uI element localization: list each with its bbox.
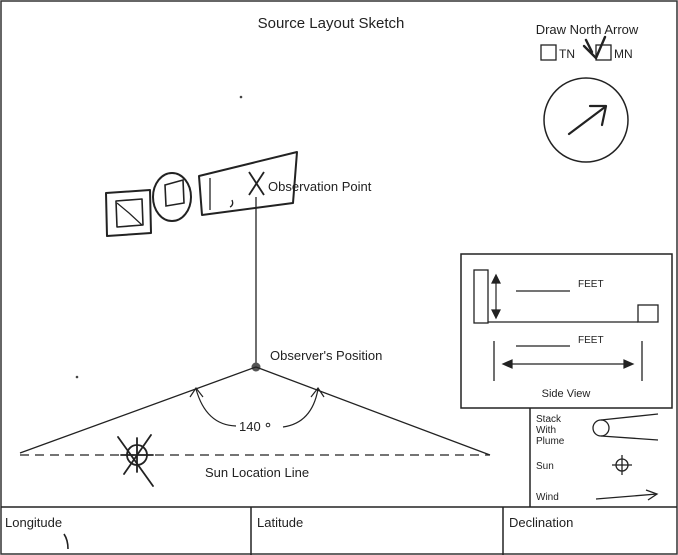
observation-point-label: Observation Point	[268, 179, 372, 194]
sun-position-icon	[117, 434, 154, 487]
source-conveyor-icon	[198, 151, 298, 216]
mn-checkbox[interactable]	[595, 44, 612, 61]
legend-stack-label-3: Plume	[536, 436, 565, 447]
angle-arrow-left-icon	[189, 386, 204, 398]
stack-height-arrow-icon	[491, 273, 501, 320]
legend-wind-label: Wind	[536, 492, 559, 503]
north-arrow-circle	[543, 77, 629, 163]
angle-value: 140	[239, 419, 261, 434]
side-view-panel	[460, 253, 673, 409]
wind-arrow-icon	[595, 489, 659, 501]
stray-mark	[239, 95, 243, 99]
feet-bottom-label: FEET	[578, 335, 604, 346]
source-tank-icon	[152, 172, 192, 222]
source-building-icon	[105, 189, 152, 237]
stack-plume-icon	[592, 413, 659, 441]
longitude-pen-mark	[63, 533, 69, 550]
legend-stack-label-2: With	[536, 425, 556, 436]
observation-point-x	[248, 171, 265, 196]
legend-sun-label: Sun	[536, 461, 554, 472]
side-view-stack	[473, 269, 489, 324]
north-arrow-heading: Draw North Arrow	[536, 22, 639, 37]
sun-location-line-label: Sun Location Line	[205, 465, 309, 480]
side-view-observer-box	[637, 304, 659, 323]
tn-checkbox[interactable]	[540, 44, 557, 61]
distance-arrow-icon	[501, 359, 635, 369]
feet-top-label: FEET	[578, 279, 604, 290]
angle-arc	[195, 388, 319, 428]
stray-mark	[75, 375, 79, 379]
latitude-field-label: Latitude	[257, 515, 304, 530]
angle-arrow-right-icon	[310, 386, 325, 398]
degree-symbol	[265, 422, 271, 428]
view-boundary-right	[255, 366, 491, 456]
longitude-field-label: Longitude	[5, 515, 63, 530]
legend-stack-label-1: Stack	[536, 414, 562, 425]
tn-label: TN	[559, 47, 575, 61]
declination-field-label: Declination	[509, 515, 574, 530]
mn-checkmark-icon	[582, 35, 607, 61]
north-arrow-icon	[567, 104, 608, 136]
observers-position-label: Observer's Position	[270, 348, 382, 363]
view-boundary-left	[19, 366, 257, 454]
sheet-title: Source Layout Sketch	[258, 15, 405, 32]
mn-label: MN	[614, 47, 633, 61]
sun-symbol-icon	[612, 455, 632, 475]
side-view-caption: Side View	[542, 388, 591, 400]
